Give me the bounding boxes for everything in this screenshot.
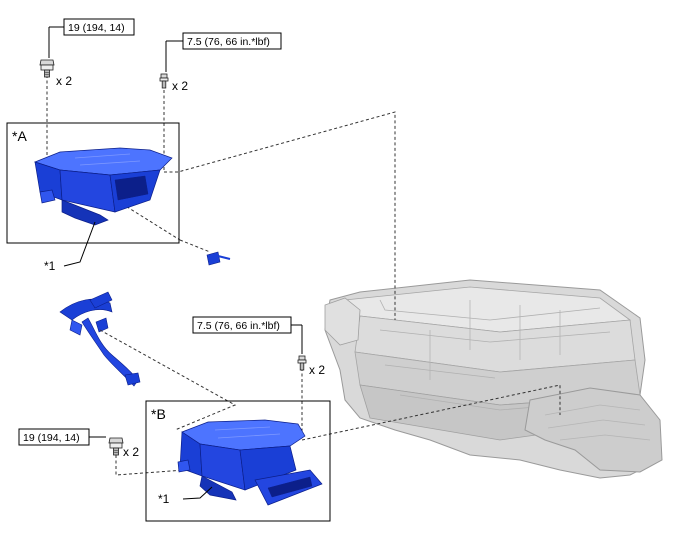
bolt-icon (108, 437, 124, 456)
box-b-label: *B (151, 406, 166, 422)
detail-box-b: *B (145, 400, 331, 522)
torque-spec-top-mid: 7.5 (76, 66 in.*lbf) (165, 32, 282, 72)
torque-spec-top-left: 19 (194, 14) (48, 18, 135, 58)
torque-value: 7.5 (76, 66 in.*lbf) (187, 36, 270, 48)
quantity-label: x 2 (172, 79, 188, 93)
quantity-label: x 2 (123, 445, 139, 459)
detail-box-a: *A (6, 122, 180, 267)
bolt-icon (39, 59, 55, 78)
torque-spec-bottom-left: 19 (194, 14) (18, 428, 106, 446)
bracket-part-a (33, 147, 173, 226)
bolt-icon (297, 355, 307, 371)
part1-callout-bottom: *1 (158, 492, 170, 506)
torque-value: 19 (194, 14) (23, 432, 80, 444)
torque-value: 19 (194, 14) (68, 22, 125, 34)
torque-spec-mid-right: 7.5 (76, 66 in.*lbf) (192, 316, 303, 354)
bracket-part-b (177, 419, 323, 506)
box-a-label: *A (12, 128, 27, 144)
quantity-label: x 2 (56, 74, 72, 88)
wire-harness (59, 291, 141, 387)
quantity-label: x 2 (309, 363, 325, 377)
battery-housing (324, 279, 663, 479)
part1-callout-top: *1 (44, 259, 56, 273)
bolt-icon (159, 73, 169, 89)
torque-value: 7.5 (76, 66 in.*lbf) (197, 320, 280, 332)
connector (206, 251, 231, 266)
